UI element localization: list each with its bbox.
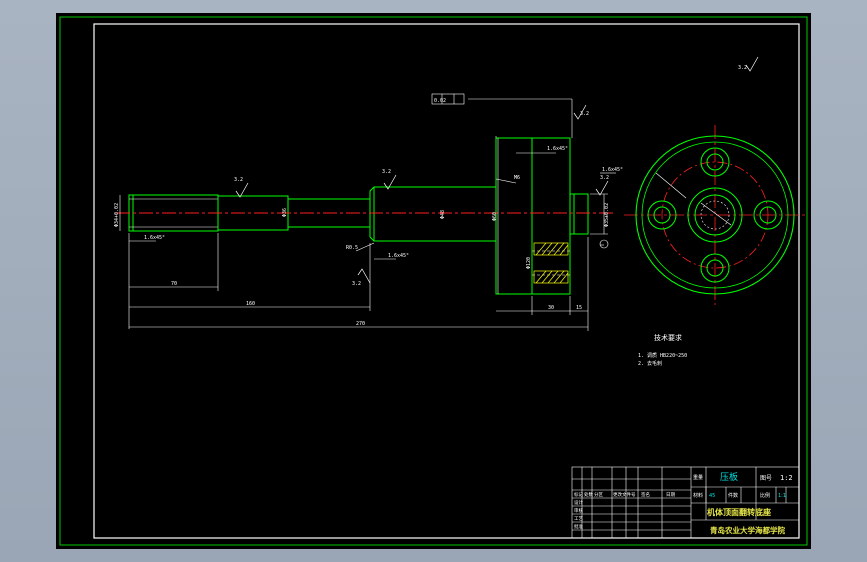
cad-viewport[interactable]: 70 160 270 30 15 1.6x45° 1.6x45° 1.6x45°… (56, 13, 811, 549)
header-cell-6: 日期 (666, 492, 675, 498)
flange-hub (531, 137, 571, 295)
sign-label-design: 设计 (574, 499, 583, 506)
school-name: 青岛农业大学海都学院 (710, 525, 785, 535)
roughness-1: 3.2 (234, 177, 243, 183)
dim-160: 160 (246, 301, 255, 307)
scale-label: 比例 (760, 492, 770, 499)
tech-req-heading: 技术要求 (654, 333, 682, 342)
assembly-title: 机体顶面翻转底座 (707, 507, 771, 517)
title-block-text: 压板 图号 1:2 重量 材料 45 件数 比例 1:1 机体顶面翻转底座 青岛… (574, 471, 793, 535)
shaft-front-view (128, 137, 589, 295)
dim-30: 30 (548, 305, 554, 311)
dim-shaft-dia-2: Φ48 (440, 210, 446, 219)
bolt-hole-right (753, 200, 783, 230)
dim-shaft-dia-1: Φ36 (282, 208, 288, 217)
roughness-4: 3.2 (352, 281, 361, 287)
shaft-segment-large (369, 186, 497, 242)
inner-frame (93, 23, 800, 539)
sign-label-process: 工艺 (574, 516, 583, 522)
dimension-labels: 70 160 270 30 15 1.6x45° 1.6x45° 1.6x45°… (114, 65, 747, 327)
header-cell-3: 分区 (594, 491, 603, 498)
bore-hidden (700, 200, 730, 230)
roughness-general: 3.2 (738, 65, 747, 71)
header-cell-2: 处数 (584, 491, 593, 498)
title-block (571, 466, 800, 539)
drawing-number-label: 图号 (760, 475, 772, 482)
tech-requirements: 技术要求 1. 调质 HB220~250 2. 去毛刺 (638, 333, 687, 367)
dim-70: 70 (171, 281, 177, 287)
hub-inner (694, 194, 736, 236)
dimension-lines (119, 93, 616, 331)
sign-value: 重量 (693, 474, 703, 481)
roughness-2: 3.2 (382, 169, 391, 175)
roughness-3: 3.2 (580, 111, 589, 117)
flange-body (495, 137, 533, 295)
roughness-5: 3.2 (600, 175, 609, 181)
bolt-circle (661, 161, 769, 269)
dim-flange-dia: Φ120 (526, 257, 532, 269)
roughness-symbols (235, 56, 759, 284)
dim-15: 15 (576, 305, 582, 311)
quantity-label: 件数 (728, 492, 738, 499)
engineering-drawing: 70 160 270 30 15 1.6x45° 1.6x45° 1.6x45°… (59, 16, 808, 546)
tech-req-item-1: 1. 调质 HB220~250 (638, 352, 687, 359)
hatch-section (533, 242, 569, 284)
bolt-hole-bottom (700, 253, 730, 283)
scale-value: 1:1 (778, 493, 786, 499)
flange-outer-circle (635, 135, 795, 295)
dim-chamfer-c: 1.6x45° (388, 253, 409, 259)
hub-outer (687, 187, 743, 243)
shaft-stub-right (569, 193, 589, 235)
dim-thread: M6 (514, 175, 520, 181)
flange-chamfer-circle (641, 141, 789, 289)
dim-shaft-dia-3: Φ60 (492, 212, 498, 221)
material-value: 45 (709, 493, 715, 499)
header-cell-5: 签名 (641, 491, 650, 498)
tech-req-item-2: 2. 去毛刺 (638, 360, 662, 367)
part-name: 压板 (720, 471, 738, 483)
dim-right-dia: Φ35±0.02 (604, 203, 610, 227)
outer-frame (59, 16, 808, 546)
sign-label-approve: 批准 (574, 523, 583, 530)
bolt-hole-top (700, 147, 730, 177)
dim-chamfer-a: 1.6x45° (144, 235, 165, 241)
tolerance-frame-value: 0.02 (434, 98, 446, 104)
dim-undercut: R0.5 (346, 245, 358, 251)
material-label: 材料 (693, 492, 703, 499)
header-cell-4: 更改文件号 (613, 491, 636, 498)
bolt-hole-left (647, 200, 677, 230)
sign-label-review: 审核 (574, 507, 583, 514)
dim-chamfer-d: 1.6x45° (602, 167, 623, 173)
header-cell-1: 标记 (574, 491, 583, 498)
drawing-number: 1:2 (780, 474, 793, 482)
dim-chamfer-b: 1.6x45° (547, 146, 568, 152)
flange-end-view (624, 125, 808, 305)
dim-270: 270 (356, 321, 365, 327)
dim-left-dia: Φ34+0.02 (114, 203, 120, 227)
